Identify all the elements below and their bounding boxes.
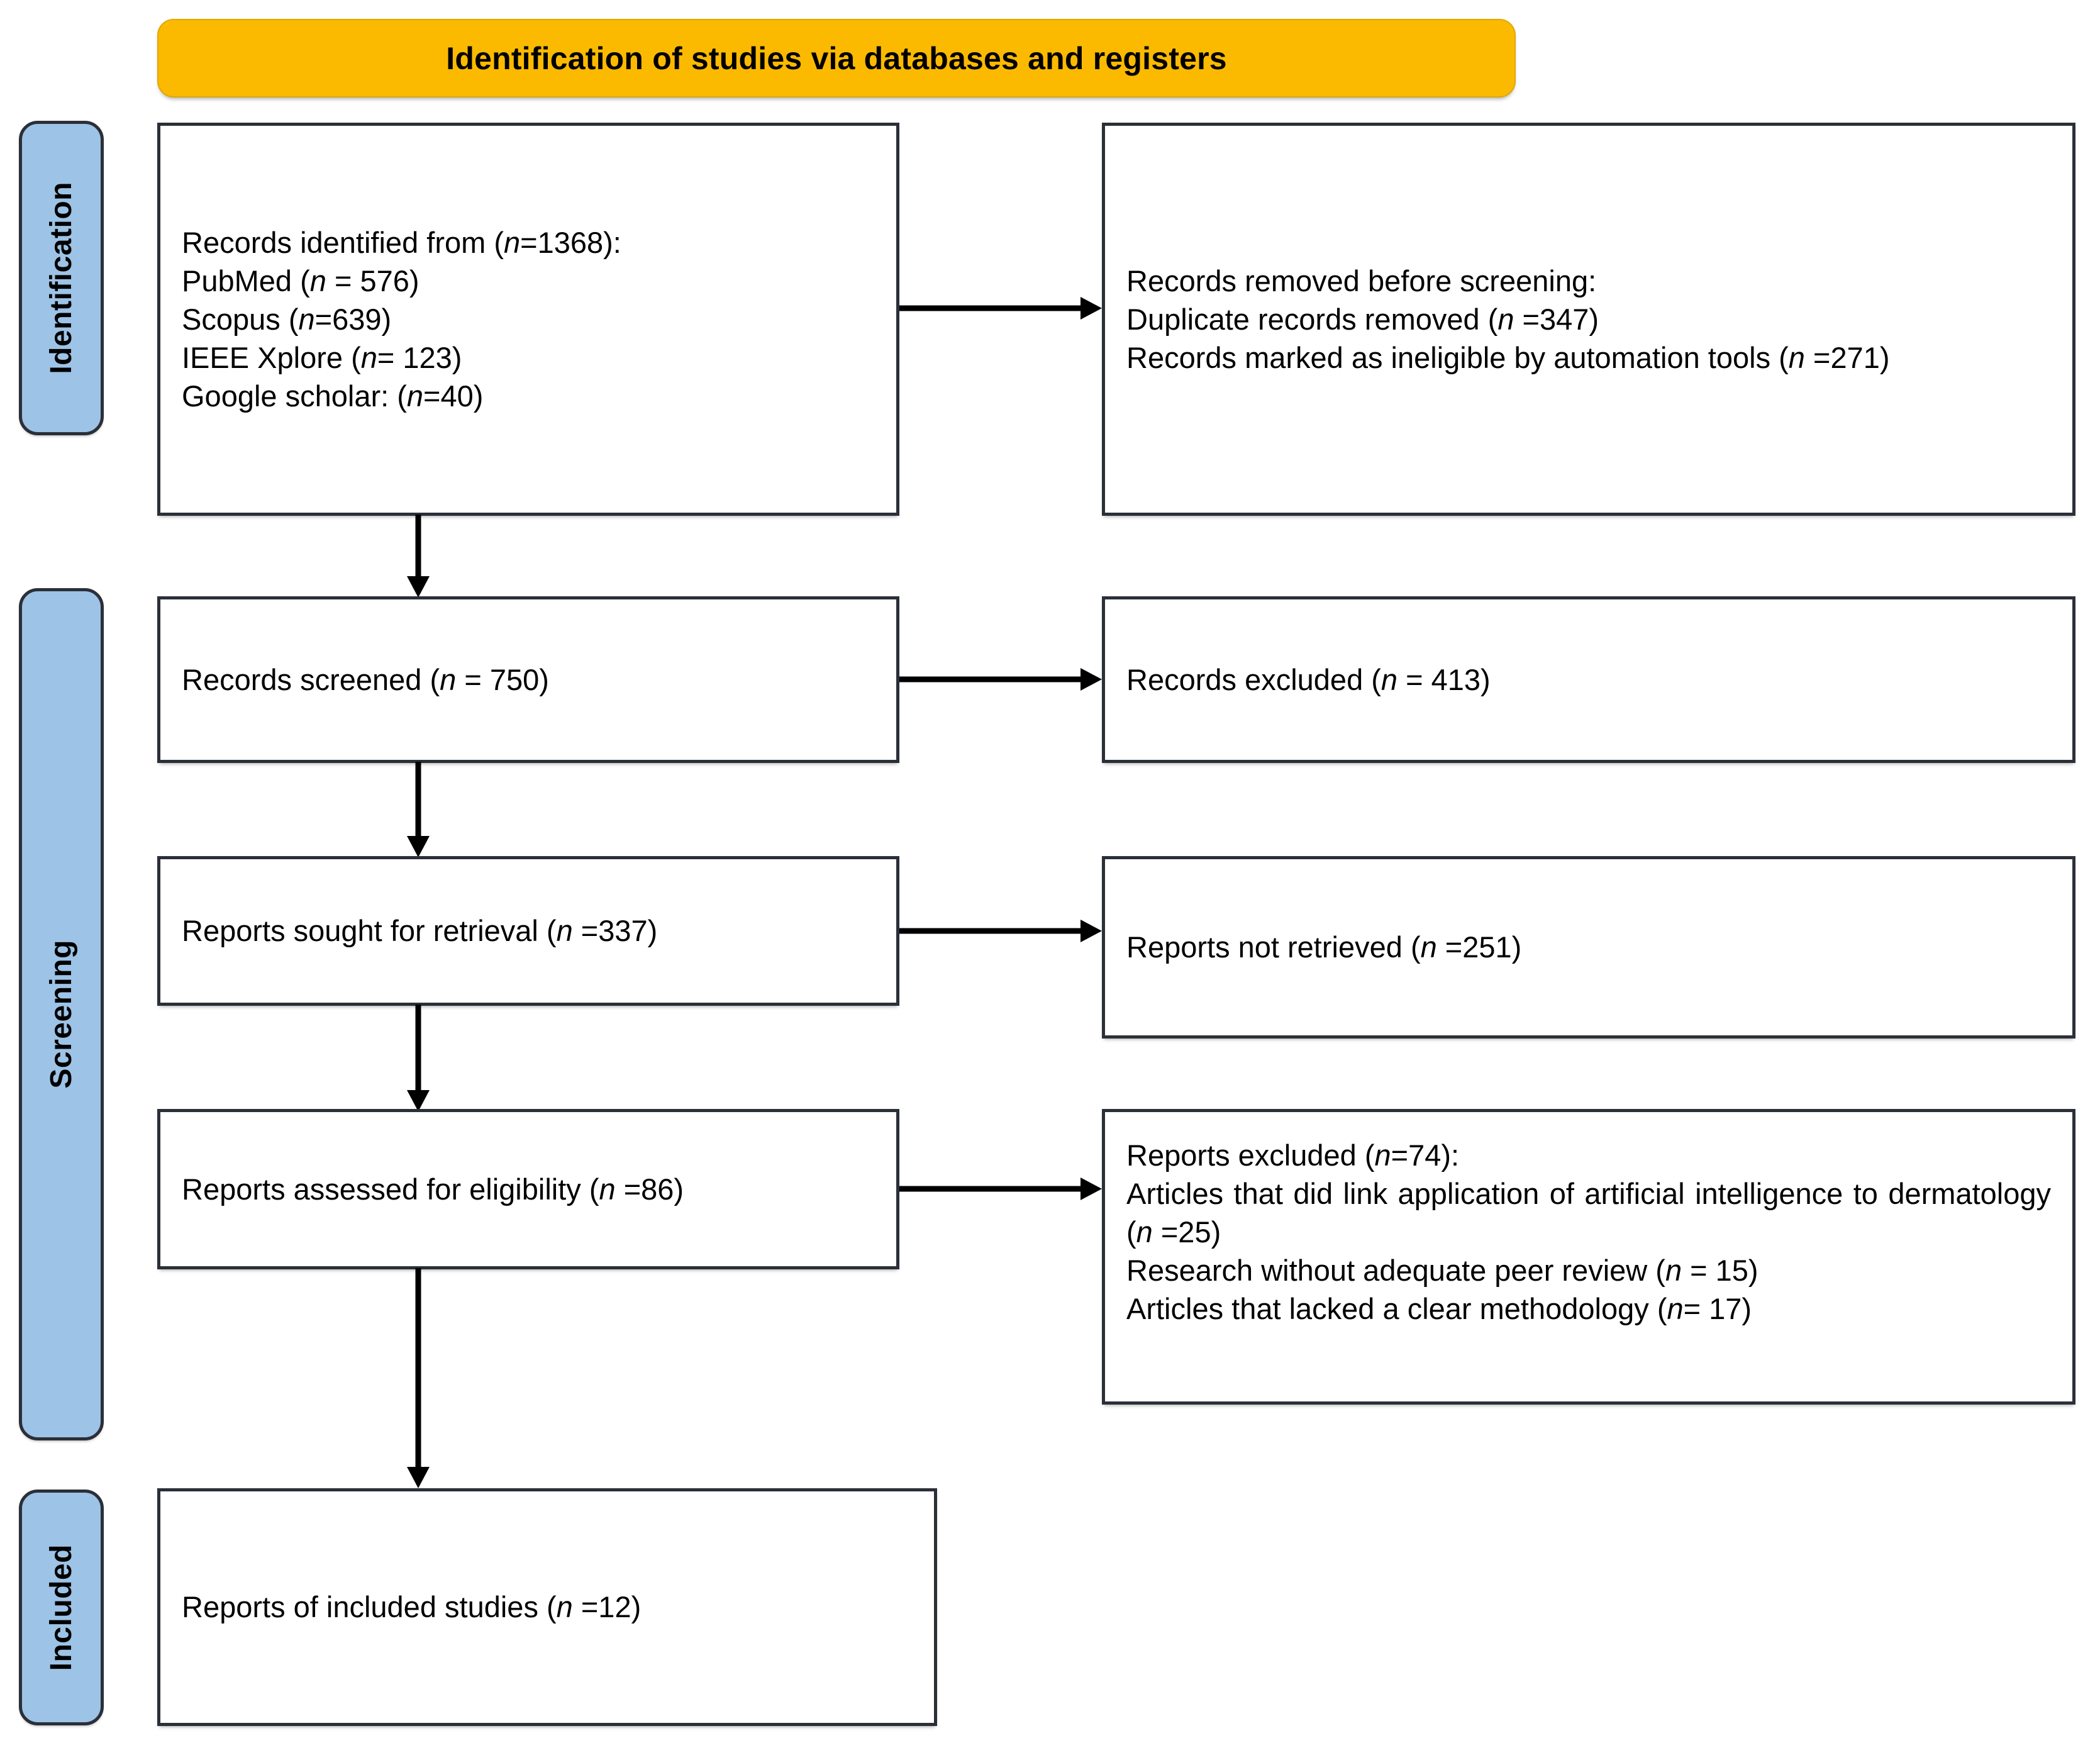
box-line: Articles that did link application of ar…	[1126, 1177, 2051, 1249]
box-reports-assessed-body: Reports assessed for eligibility (n =86)	[160, 1170, 896, 1208]
box-reports-not-retrieved-body: Reports not retrieved (n =251)	[1105, 928, 2072, 966]
connector-assessed-to-included	[406, 1268, 431, 1488]
connector-identified-to-screened	[406, 515, 431, 598]
stage-label-identification: Identification	[45, 182, 78, 374]
box-reports-excluded: Reports excluded (n=74): Articles that d…	[1102, 1109, 2075, 1405]
connector-sought-to-not-retrieved	[899, 918, 1102, 944]
connector-sought-to-assessed	[406, 1005, 431, 1111]
connector-screened-to-excluded	[899, 667, 1102, 692]
box-reports-included: Reports of included studies (n =12)	[157, 1488, 937, 1726]
stage-label-screening: Screening	[45, 940, 78, 1089]
connector-assessed-to-excluded	[899, 1176, 1102, 1201]
box-records-screened-body: Records screened (n = 750)	[160, 660, 896, 699]
box-records-removed-body: Records removed before screening: Duplic…	[1105, 262, 2072, 377]
box-line: Records identified from (n=1368):	[182, 225, 621, 259]
box-line: Reports assessed for eligibility (n =86)	[182, 1172, 684, 1206]
phase-banner-identification: Identification of studies via databases …	[157, 19, 1516, 97]
box-line: Reports sought for retrieval (n =337)	[182, 914, 658, 948]
box-line: Records removed before screening:	[1126, 264, 1597, 298]
phase-banner-title: Identification of studies via databases …	[446, 40, 1227, 76]
box-line: Research without adequate peer review (n…	[1126, 1254, 1758, 1288]
connector-screened-to-sought	[406, 762, 431, 857]
box-reports-included-body: Reports of included studies (n =12)	[160, 1588, 934, 1626]
box-line: Records excluded (n = 413)	[1126, 662, 1491, 696]
box-line: Reports excluded (n=74):	[1126, 1139, 1460, 1172]
box-line: Articles that lacked a clear methodology…	[1126, 1292, 1752, 1326]
box-reports-not-retrieved: Reports not retrieved (n =251)	[1102, 856, 2075, 1039]
box-line: Records marked as ineligible by automati…	[1126, 341, 1890, 375]
box-records-identified: Records identified from (n=1368): PubMed…	[157, 123, 899, 516]
box-reports-assessed: Reports assessed for eligibility (n =86)	[157, 1109, 899, 1269]
box-reports-sought: Reports sought for retrieval (n =337)	[157, 856, 899, 1006]
box-records-identified-body: Records identified from (n=1368): PubMed…	[160, 223, 896, 415]
connector-identified-to-removed	[899, 296, 1102, 321]
box-line: IEEE Xplore (n= 123)	[182, 341, 462, 375]
stage-bar-screening: Screening	[19, 588, 104, 1440]
stage-bar-identification: Identification	[19, 121, 104, 435]
box-records-excluded: Records excluded (n = 413)	[1102, 596, 2075, 763]
box-line: PubMed (n = 576)	[182, 264, 419, 298]
box-reports-excluded-body: Reports excluded (n=74): Articles that d…	[1105, 1112, 2072, 1328]
box-line: Reports of included studies (n =12)	[182, 1590, 642, 1624]
box-records-removed: Records removed before screening: Duplic…	[1102, 123, 2075, 516]
box-line: Google scholar: (n=40)	[182, 379, 484, 413]
box-reports-sought-body: Reports sought for retrieval (n =337)	[160, 911, 896, 950]
box-line: Reports not retrieved (n =251)	[1126, 930, 1522, 964]
stage-label-included: Included	[45, 1544, 78, 1671]
box-line: Scopus (n=639)	[182, 302, 392, 336]
box-line: Records screened (n = 750)	[182, 662, 549, 696]
box-line: Duplicate records removed (n =347)	[1126, 302, 1599, 336]
box-records-screened: Records screened (n = 750)	[157, 596, 899, 763]
stage-bar-included: Included	[19, 1490, 104, 1725]
box-records-excluded-body: Records excluded (n = 413)	[1105, 660, 2072, 699]
